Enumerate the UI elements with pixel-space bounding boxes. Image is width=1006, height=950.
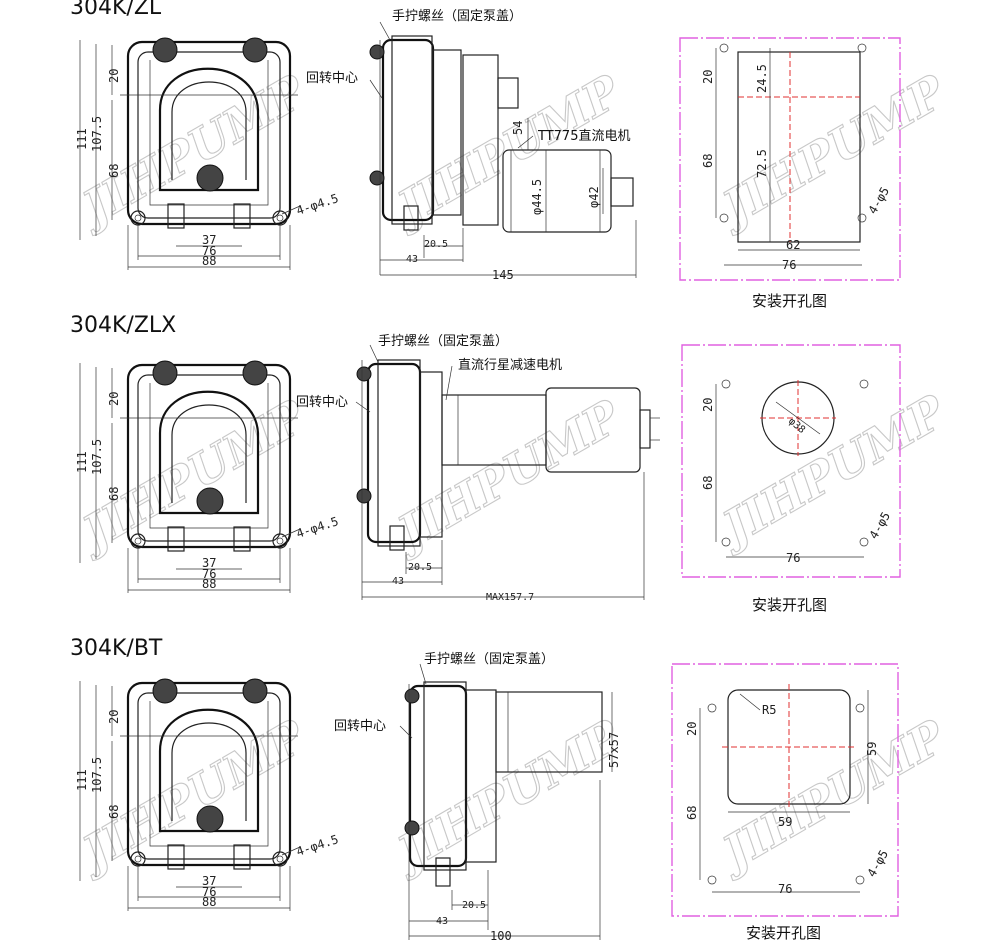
dim-side-d3: MAX157.7: [486, 592, 534, 603]
mount-dim-c: 68: [701, 476, 715, 490]
dim-side-d1: 20.5: [462, 900, 486, 911]
model-title: 304K/ZL: [70, 0, 162, 20]
dim-side-d3: 145: [492, 268, 514, 282]
label-center: 回转中心: [296, 395, 348, 410]
mount-dim-a: 20: [701, 70, 715, 84]
dim-side-d3: 100: [490, 929, 512, 943]
dim-side-d1: 20.5: [408, 562, 432, 573]
dim-height-inner: 107.5: [90, 116, 104, 152]
label-motor: 直流行星减速电机: [458, 358, 562, 373]
watermark-text: JIHPUMP: [707, 709, 956, 884]
dim-side-d5: φ44.5: [530, 179, 544, 215]
dim-height-lower: 68: [107, 487, 121, 501]
mount-dim-f: 76: [782, 258, 796, 272]
mount-dim-f: 76: [778, 882, 792, 896]
mount-dim-d: 72.5: [755, 149, 769, 178]
mount-dim-b: 24.5: [755, 64, 769, 93]
mount-dim-holes: 4-φ5: [865, 184, 892, 216]
watermark-text: JIHPUMP: [382, 709, 631, 884]
mount-caption: 安装开孔图: [752, 292, 827, 310]
dim-port-width: 37: [202, 556, 216, 570]
dim-height-total: 111: [75, 451, 89, 473]
dim-height-inner: 107.5: [90, 757, 104, 793]
mount-dim-holes: 4-φ5: [866, 509, 893, 541]
mount-caption: 安装开孔图: [746, 924, 821, 942]
mount-dim-e: 59: [778, 815, 792, 829]
dim-side-d4: 54: [511, 121, 525, 135]
model-title: 304K/BT: [70, 636, 163, 661]
watermark-text: JIHPUMP: [67, 709, 316, 884]
label-center: 回转中心: [306, 71, 358, 86]
dim-height-inner: 107.5: [90, 439, 104, 475]
label-knob: 手拧螺丝（固定泵盖）: [378, 334, 508, 349]
model-title: 304K/ZLX: [70, 313, 176, 338]
mount-dim-c: 68: [701, 154, 715, 168]
dim-total-width: 88: [202, 577, 216, 591]
dim-total-width: 88: [202, 254, 216, 268]
watermark-text: JIHPUMP: [707, 64, 956, 239]
mount-dim-g: 59: [865, 742, 879, 756]
side-view: 手拧螺丝（固定泵盖） 回转中心 20.5 43 100 57x57: [334, 652, 621, 943]
dim-holes: 4-φ4.5: [295, 832, 341, 859]
section-304k-zl: 304K/ZL 111 107.5 20 68 37 76 88 4-φ4.5: [70, 0, 901, 310]
mounting-cutout: 20 24.5 68 72.5 62 76 4-φ5 安装开孔图: [679, 37, 901, 310]
dim-height-lower: 68: [107, 805, 121, 819]
mount-dim-a: 20: [701, 398, 715, 412]
dim-hole-width: 76: [202, 244, 216, 258]
mount-dim-r: R5: [762, 703, 776, 717]
dim-side-d1: 20.5: [424, 239, 448, 250]
mounting-cutout: 20 68 φ38 76 4-φ5 安装开孔图: [681, 344, 901, 614]
label-knob: 手拧螺丝（固定泵盖）: [392, 9, 522, 24]
dim-side-d6: φ42: [587, 186, 601, 208]
mount-dim-circle: φ38: [786, 416, 807, 436]
mount-dim-a: 20: [685, 722, 699, 736]
dim-side-d2: 43: [406, 254, 418, 265]
dim-height-upper: 20: [107, 69, 121, 83]
dim-hole-width: 76: [202, 567, 216, 581]
dim-holes: 4-φ4.5: [295, 514, 341, 541]
label-center: 回转中心: [334, 719, 386, 734]
dim-height-total: 111: [75, 769, 89, 791]
mount-caption: 安装开孔图: [752, 596, 827, 614]
dim-side-d2: 43: [436, 916, 448, 927]
dim-side-d2: 43: [392, 576, 404, 587]
mount-dim-e: 62: [786, 238, 800, 252]
side-view: 手拧螺丝（固定泵盖） 回转中心 TT775直流电机 20.5 43 145 54…: [306, 9, 637, 282]
side-view: 手拧螺丝（固定泵盖） 回转中心 直流行星减速电机 20.5 43 MAX157.…: [296, 334, 660, 603]
dim-hole-width: 76: [202, 885, 216, 899]
dim-holes: 4-φ4.5: [295, 191, 341, 218]
dim-side-d4: 57x57: [607, 732, 621, 768]
mount-dim-f: 76: [786, 551, 800, 565]
watermark-text: JIHPUMP: [707, 384, 956, 559]
section-304k-bt: 304K/BT 111 107.5 20 68 37 76 88 4-φ4.5: [70, 636, 899, 943]
dim-height-upper: 20: [107, 392, 121, 406]
label-knob: 手拧螺丝（固定泵盖）: [424, 652, 554, 667]
dim-total-width: 88: [202, 895, 216, 909]
dim-port-width: 37: [202, 874, 216, 888]
dim-height-total: 111: [75, 128, 89, 150]
dim-port-width: 37: [202, 233, 216, 247]
mount-dim-holes: 4-φ5: [864, 847, 891, 879]
dim-height-lower: 68: [107, 164, 121, 178]
mount-dim-c: 68: [685, 806, 699, 820]
label-motor: TT775直流电机: [537, 129, 630, 144]
dim-height-upper: 20: [107, 710, 121, 724]
